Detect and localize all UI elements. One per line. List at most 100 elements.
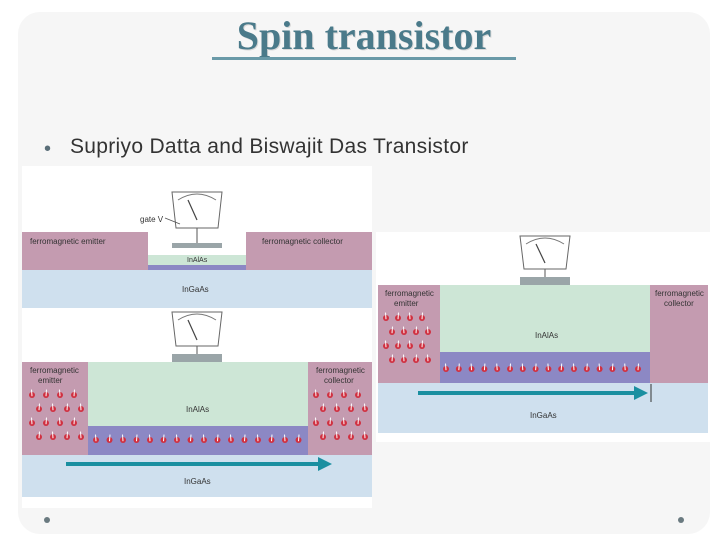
spin-arrow xyxy=(66,403,68,411)
collector-label-line1: ferromagnetic xyxy=(655,289,704,298)
spin-arrow xyxy=(38,431,40,439)
current-arrow-head xyxy=(318,457,332,471)
channel-label: InGaAs xyxy=(184,477,211,486)
emitter-block xyxy=(22,232,148,270)
emitter-label: ferromagnetic emitter xyxy=(30,237,106,246)
spin-arrow xyxy=(343,417,345,425)
channel-label: InGaAs xyxy=(530,411,557,420)
spin-arrow xyxy=(598,363,601,371)
footer-dot-right xyxy=(678,517,684,523)
spin-arrow xyxy=(163,434,165,442)
collector-block xyxy=(650,285,708,383)
spin-arrow xyxy=(176,434,178,442)
spin-arrow xyxy=(109,434,111,442)
barrier-layer xyxy=(88,362,308,426)
emitter-spins xyxy=(383,312,431,363)
spin-arrow xyxy=(336,403,338,411)
spin-arrow xyxy=(73,417,75,425)
channel-layer xyxy=(378,383,708,433)
spin-arrow xyxy=(149,434,151,442)
spin-arrow xyxy=(385,340,387,348)
footer-dot-left xyxy=(44,517,50,523)
spin-arrow xyxy=(421,312,423,320)
spin-arrow xyxy=(322,403,324,411)
spin-arrow xyxy=(45,417,47,425)
spin-arrow xyxy=(217,434,219,442)
spin-arrow xyxy=(357,389,359,397)
collector-spins xyxy=(313,389,368,440)
spin-arrow xyxy=(95,434,97,442)
emitter-label-line1: ferromagnetic xyxy=(385,289,434,298)
spin-arrow xyxy=(38,403,40,411)
spin-arrow xyxy=(397,312,399,320)
collector-label-line1: ferromagnetic xyxy=(316,366,365,375)
spin-arrow xyxy=(521,363,524,371)
gate-label: gate V xyxy=(140,215,164,224)
spin-arrow xyxy=(350,431,352,439)
spin-arrow xyxy=(415,326,417,334)
spin-arrow xyxy=(298,434,300,442)
spin-arrow xyxy=(637,363,639,371)
spin-arrow xyxy=(586,363,588,371)
spin-arrow xyxy=(315,417,317,425)
current-arrow-head xyxy=(634,386,648,400)
spin-arrow xyxy=(350,403,352,411)
channel-layer xyxy=(22,270,372,308)
bullet-text: Supriyo Datta and Biswajit Das Transisto… xyxy=(70,135,469,158)
spin-arrow xyxy=(535,363,537,371)
channel-spins xyxy=(443,363,641,372)
collector-block xyxy=(246,232,372,270)
spin-arrow xyxy=(415,354,417,362)
spin-arrow xyxy=(624,363,626,371)
spin-arrow xyxy=(391,326,393,334)
spin-arrow xyxy=(52,403,54,411)
spin-arrow xyxy=(190,434,192,442)
slide-title: Spin transistor xyxy=(236,13,492,58)
spin-arrow xyxy=(122,434,124,442)
spin-arrow xyxy=(409,312,411,320)
spin-arrow xyxy=(445,363,447,371)
spin-arrow xyxy=(403,326,405,334)
spin-arrow xyxy=(271,434,273,442)
collector-label-line2: collector xyxy=(664,299,694,308)
spin-arrow xyxy=(31,389,33,397)
spin-arrow xyxy=(66,431,68,439)
spin-arrow xyxy=(59,389,61,397)
emitter-label-line2: emitter xyxy=(394,299,419,308)
spin-arrow xyxy=(364,431,366,439)
spin-arrow xyxy=(329,389,331,397)
spin-arrow xyxy=(315,389,317,397)
bullet-marker: • xyxy=(44,138,52,160)
collector-label: ferromagnetic collector xyxy=(262,237,343,246)
spin-arrow xyxy=(509,363,511,371)
spin-arrow xyxy=(284,434,286,442)
spin-layer xyxy=(148,265,246,270)
spin-arrow xyxy=(230,434,232,442)
channel-spins xyxy=(93,434,302,443)
gate-electrode xyxy=(172,354,222,362)
spin-arrow xyxy=(52,431,54,439)
barrier-label: InAlAs xyxy=(186,405,209,414)
spin-arrow xyxy=(573,363,575,371)
spin-arrow xyxy=(31,417,33,425)
spin-arrow xyxy=(343,389,345,397)
spin-arrow xyxy=(458,363,460,371)
spin-arrow xyxy=(364,403,366,411)
diagram-bottom: ferromagnetic emitter ferromagnetic coll… xyxy=(22,311,372,497)
spin-arrow xyxy=(329,417,331,425)
spin-arrow xyxy=(336,431,338,439)
spin-layer xyxy=(440,352,650,383)
diagram-right: ferromagnetic emitter ferromagnetic coll… xyxy=(376,232,710,442)
spin-arrow xyxy=(470,363,473,371)
spin-arrow xyxy=(357,417,359,425)
spin-arrow xyxy=(547,363,549,371)
spin-arrow xyxy=(427,326,429,334)
spin-arrow xyxy=(45,389,47,397)
spin-arrow xyxy=(403,354,405,362)
barrier-label: InAlAs xyxy=(535,331,558,340)
spin-arrow xyxy=(421,340,423,348)
spin-arrow xyxy=(244,434,246,442)
gate-electrode xyxy=(520,277,570,285)
